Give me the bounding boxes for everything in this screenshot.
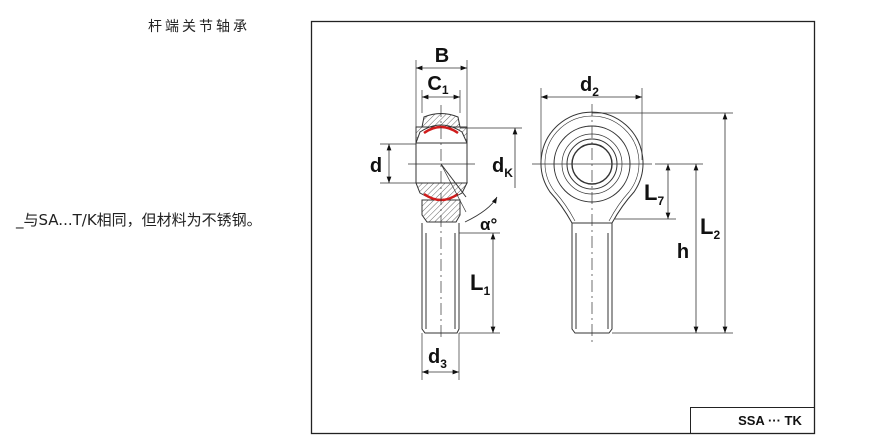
label-B: B	[435, 45, 449, 67]
label-d2: d2	[580, 74, 599, 99]
label-d: d	[370, 155, 382, 177]
label-L2: L2	[700, 214, 720, 242]
label-L7: L7	[644, 180, 664, 208]
shank-left	[421, 223, 460, 334]
label-dK: dK	[492, 155, 513, 180]
section-view	[380, 60, 522, 380]
model-code: SSA ··· TK	[738, 413, 802, 428]
label-h: h	[677, 241, 689, 263]
drawing-frame	[310, 20, 816, 435]
material-note: _与SA...T/K相同，但材料为不锈钢。	[16, 211, 262, 229]
front-view	[532, 88, 733, 345]
label-L1: L1	[470, 270, 490, 298]
label-d3: d3	[428, 346, 447, 371]
label-alpha: α°	[480, 215, 497, 234]
page-title: 杆端关节轴承	[148, 19, 250, 35]
model-box	[690, 407, 815, 434]
label-C1: C1	[427, 73, 448, 97]
